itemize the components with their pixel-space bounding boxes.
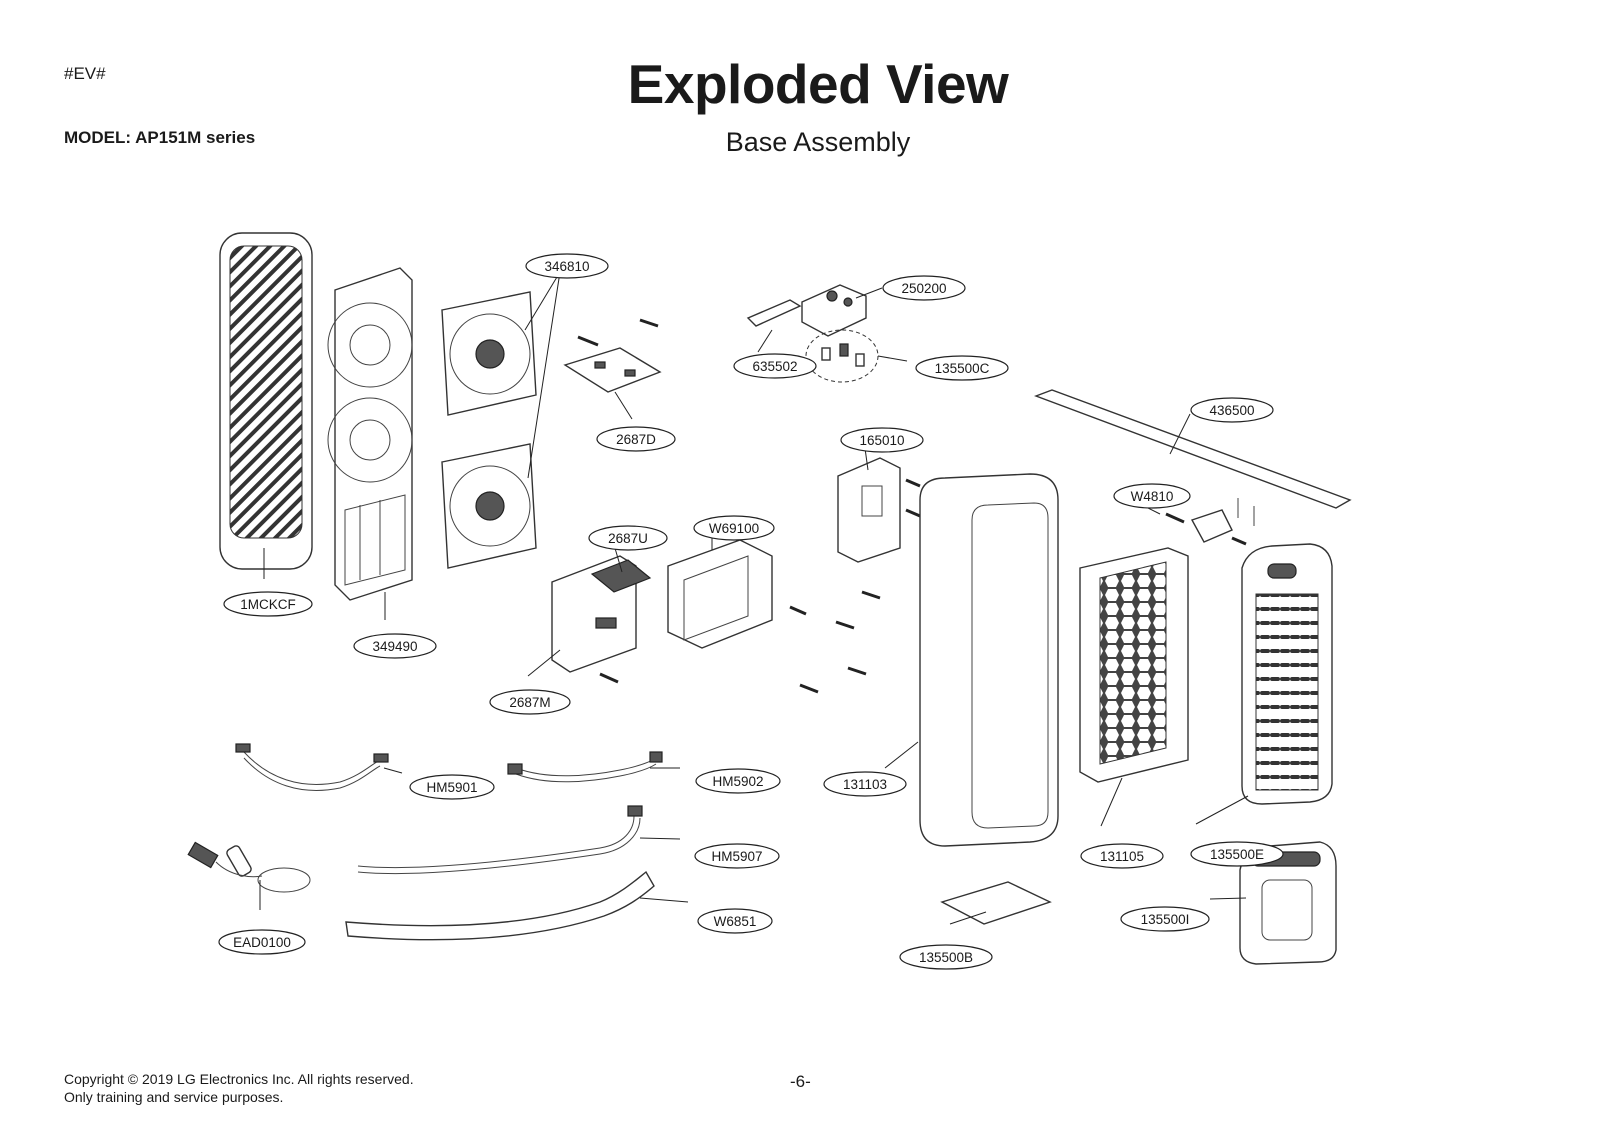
callout-135500B: 135500B <box>899 944 993 970</box>
page-number: -6- <box>790 1072 811 1091</box>
module-165010-drawing <box>837 457 901 563</box>
svg-text:135500B: 135500B <box>919 950 973 965</box>
fan-lower-drawing <box>441 443 537 569</box>
body-frame-drawing <box>919 473 1059 847</box>
callout-135500C: 135500C <box>915 355 1009 381</box>
harness-hm5901-drawing <box>235 743 389 791</box>
callout-HM5901: HM5901 <box>409 774 495 800</box>
callout-349490: 349490 <box>353 633 437 659</box>
screws-drawing <box>577 318 921 694</box>
svg-text:2687U: 2687U <box>608 531 648 546</box>
svg-text:135500C: 135500C <box>935 361 990 376</box>
callout-EAD0100: EAD0100 <box>218 929 306 955</box>
callout-635502: 635502 <box>733 353 817 379</box>
bracket-drawing <box>667 539 773 649</box>
front-grille-drawing <box>219 232 313 570</box>
svg-text:346810: 346810 <box>544 259 589 274</box>
callout-W69100: W69100 <box>693 515 775 541</box>
copyright-notice: Copyright © 2019 LG Electronics Inc. All… <box>64 1070 414 1106</box>
document-tag: #EV# <box>64 64 106 83</box>
fan-frame-drawing <box>327 267 413 601</box>
svg-text:HM5901: HM5901 <box>426 780 477 795</box>
callout-HM5902: HM5902 <box>695 768 781 794</box>
svg-text:W69100: W69100 <box>709 521 759 536</box>
svg-text:349490: 349490 <box>372 639 417 654</box>
callout-250200: 250200 <box>882 275 966 301</box>
model-label: MODEL: AP151M series <box>64 128 256 147</box>
svg-text:EAD0100: EAD0100 <box>233 935 291 950</box>
svg-text:635502: 635502 <box>752 359 797 374</box>
callout-2687U: 2687U <box>588 525 668 551</box>
callout-165010: 165010 <box>840 427 924 453</box>
svg-text:131105: 131105 <box>1100 849 1144 864</box>
callout-131103: 131103 <box>823 771 907 797</box>
top-strip-drawing <box>1034 389 1352 509</box>
callout-1MCKCF: 1MCKCF <box>223 591 313 617</box>
svg-text:2687M: 2687M <box>509 695 550 710</box>
callout-135500E: 135500E <box>1190 841 1284 867</box>
callout-346810: 346810 <box>525 253 609 279</box>
svg-text:W4810: W4810 <box>1131 489 1174 504</box>
fan-upper-drawing <box>441 291 537 416</box>
callout-135500I: 135500I <box>1120 906 1210 932</box>
harness-hm5902-drawing <box>507 751 663 783</box>
page-title: Exploded View <box>627 53 1009 115</box>
pcb-2687d-drawing <box>563 347 662 393</box>
callout-W6851: W6851 <box>697 908 773 934</box>
pad-135500b-drawing <box>940 881 1052 925</box>
svg-text:2687D: 2687D <box>616 432 656 447</box>
callout-W4810: W4810 <box>1113 483 1191 509</box>
light-guide-drawing <box>746 299 802 327</box>
svg-text:135500E: 135500E <box>1210 847 1264 862</box>
svg-text:HM5907: HM5907 <box>711 849 762 864</box>
copyright-line: Copyright © 2019 LG Electronics Inc. All… <box>64 1071 414 1087</box>
svg-text:HM5902: HM5902 <box>712 774 763 789</box>
callout-2687M: 2687M <box>489 689 571 715</box>
sensor-board-drawing <box>801 284 867 337</box>
harness-hm5907-drawing <box>357 805 643 875</box>
usage-line: Only training and service purposes. <box>64 1089 284 1105</box>
svg-text:W6851: W6851 <box>714 914 757 929</box>
svg-text:1MCKCF: 1MCKCF <box>240 597 296 612</box>
leader-lines <box>259 271 1249 925</box>
callout-131105: 131105 <box>1080 843 1164 869</box>
button-group-drawing <box>805 329 879 383</box>
page-subtitle: Base Assembly <box>725 127 911 157</box>
filter-frame-drawing <box>1079 547 1189 783</box>
svg-text:135500I: 135500I <box>1141 912 1190 927</box>
svg-text:131103: 131103 <box>843 777 887 792</box>
rear-cover-drawing <box>1241 543 1333 805</box>
flat-cable-w6851-drawing <box>345 870 655 941</box>
callout-HM5907: HM5907 <box>694 843 780 869</box>
svg-text:250200: 250200 <box>901 281 946 296</box>
svg-text:165010: 165010 <box>859 433 904 448</box>
callout-2687D: 2687D <box>596 426 676 452</box>
usb-cable-drawing <box>187 841 311 893</box>
hinge-parts-drawing <box>1165 498 1255 546</box>
svg-text:436500: 436500 <box>1209 403 1254 418</box>
callout-436500: 436500 <box>1190 397 1274 423</box>
main-board-drawing <box>551 555 652 673</box>
